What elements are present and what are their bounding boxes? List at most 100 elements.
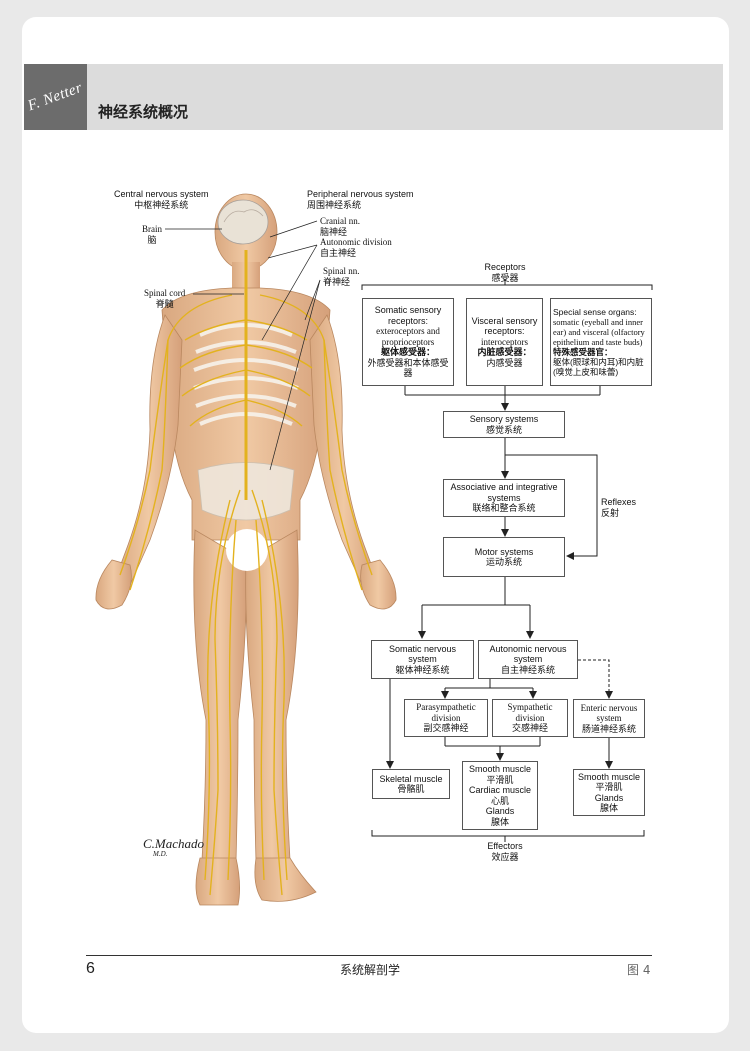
- cns-label-zh: 中枢神经系统: [134, 200, 189, 210]
- pns-label-en: Peripheral nervous system: [307, 189, 414, 199]
- skeletal-en: Skeletal muscle: [379, 773, 443, 784]
- somatic-sensory-zh-sub: 外感受器和本体感受器: [367, 357, 449, 379]
- enteric-zh: 肠道神经系统: [581, 723, 636, 734]
- artist-signature: C.Machado M.D.: [143, 836, 204, 858]
- autonomic-label-zh: 自主神经: [320, 248, 357, 258]
- receptors-zh: 感受器: [491, 273, 519, 283]
- effectors-en: Effectors: [487, 841, 523, 851]
- smooth-center-l2: 平滑肌: [486, 774, 514, 785]
- visceral-sensory-box: Visceral sensory receptors: interoceptor…: [466, 298, 543, 386]
- sympathetic-box: Sympathetic division 交感神经: [492, 699, 568, 737]
- somatic-nervous-box: Somatic nervous system 躯体神经系统: [371, 640, 474, 679]
- motor-systems-zh: 运动系统: [485, 557, 522, 567]
- smooth-center-l5: Glands: [485, 806, 515, 816]
- special-sense-box: Special sense organs: somatic (eyeball a…: [550, 298, 652, 386]
- sensory-systems-en: Sensory systems: [469, 414, 539, 424]
- somatic-sensory-sub: exteroceptors and proprioceptors: [376, 326, 440, 347]
- somatic-sensory-box: Somatic sensory receptors: exteroceptors…: [362, 298, 454, 386]
- brain-label-en: Brain: [142, 224, 162, 234]
- signature-name: C.Machado: [143, 836, 205, 851]
- special-sense-sub: somatic (eyeball and inner ear) and visc…: [553, 317, 645, 347]
- associative-zh: 联络和整合系统: [472, 503, 536, 514]
- brain-label-zh: 脑: [147, 235, 157, 245]
- parasympathetic-box: Parasympathetic division 副交感神经: [404, 699, 488, 737]
- pns-label-zh: 周围神经系统: [307, 200, 362, 210]
- section-title: 系统解剖学: [340, 963, 401, 977]
- smooth-right-l2: 平滑肌: [595, 782, 623, 792]
- visceral-sensory-sub: interoceptors: [481, 336, 528, 347]
- nerve-network: [119, 250, 373, 896]
- smooth-cardiac-glands-box: Smooth muscle 平滑肌 Cardiac muscle 心肌 Glan…: [462, 761, 538, 830]
- autonomic-nervous-zh: 自主神经系统: [500, 664, 555, 675]
- autonomic-label-en: Autonomic division: [320, 237, 392, 247]
- autonomic-nervous-en: Autonomic nervous system: [489, 643, 567, 665]
- visceral-sensory-zh-sub: 内感受器: [486, 357, 523, 368]
- page-number: 6: [86, 960, 95, 977]
- human-figure: [95, 193, 397, 906]
- leader-lines: [165, 220, 321, 471]
- netter-logo: F. Netter: [24, 64, 87, 130]
- signature-md: M.D.: [153, 850, 168, 858]
- sensory-systems-box: Sensory systems 感觉系统: [443, 411, 565, 438]
- cns-label-en: Central nervous system: [114, 189, 209, 199]
- receptors-label: Receptors 感受器: [475, 262, 535, 284]
- sensory-systems-zh: 感觉系统: [485, 424, 522, 435]
- smooth-right-l3: Glands: [594, 792, 624, 803]
- enteric-box: Enteric nervous system 肠道神经系统: [573, 699, 645, 738]
- special-sense-zh-sub: 躯体(眼球和内耳)和内脏(嗅觉上皮和味蕾): [553, 357, 644, 377]
- page-title: 神经系统概况: [98, 103, 189, 121]
- smooth-glands-box: Smooth muscle 平滑肌 Glands 腺体: [573, 769, 645, 816]
- associative-en: Associative and integrative systems: [450, 482, 558, 503]
- figure-number: 图 4: [627, 963, 651, 977]
- brain-label: Brain 脑: [142, 224, 162, 246]
- spinal-nerves-label: Spinal nn. 脊神经: [323, 266, 360, 288]
- somatic-sensory-en: Somatic sensory receptors:: [374, 305, 442, 326]
- motor-systems-en: Motor systems: [474, 546, 534, 557]
- smooth-right-l1: Smooth muscle: [577, 771, 641, 782]
- skeletal-muscle-box: Skeletal muscle 骨骼肌: [372, 769, 450, 799]
- smooth-center-l4: 心肌: [490, 795, 509, 806]
- associative-box: Associative and integrative systems 联络和整…: [443, 479, 565, 517]
- pns-label: Peripheral nervous system 周围神经系统: [307, 189, 414, 211]
- header-bar: [24, 64, 723, 130]
- smooth-right-l4: 腺体: [599, 803, 618, 813]
- special-sense-en: Special sense organs:: [553, 307, 637, 317]
- enteric-en: Enteric nervous system: [580, 702, 638, 724]
- cranial-label-en: Cranial nn.: [320, 216, 360, 226]
- smooth-center-l3: Cardiac muscle: [468, 785, 532, 795]
- somatic-nervous-en: Somatic nervous system: [388, 643, 457, 665]
- reflexes-label: Reflexes 反射: [601, 497, 636, 519]
- footer-rule: [86, 955, 652, 956]
- parasympathetic-en: Parasympathetic division: [416, 702, 476, 723]
- special-sense-zh: 特殊感受器官：: [553, 347, 613, 357]
- reflexes-zh: 反射: [601, 508, 620, 518]
- motor-systems-box: Motor systems 运动系统: [443, 537, 565, 577]
- parasympathetic-zh: 副交感神经: [423, 723, 469, 734]
- spinal-cord-label-zh: 脊髓: [155, 299, 174, 309]
- brain-shape: [217, 199, 269, 245]
- spinal-nn-label-zh: 脊神经: [323, 277, 351, 287]
- somatic-sensory-zh: 躯体感受器：: [380, 347, 435, 358]
- sympathetic-en: Sympathetic division: [507, 702, 553, 723]
- autonomic-division-label: Autonomic division 自主神经: [320, 237, 392, 259]
- somatic-nervous-zh: 躯体神经系统: [395, 664, 450, 675]
- cranial-label-zh: 脑神经: [320, 227, 348, 237]
- visceral-sensory-zh: 内脏感受器：: [477, 347, 532, 358]
- effectors-zh: 效应器: [491, 852, 519, 862]
- skeletal-zh: 骨骼肌: [397, 784, 425, 794]
- visceral-sensory-en: Visceral sensory receptors:: [471, 315, 538, 337]
- receptors-en: Receptors: [484, 262, 526, 272]
- smooth-center-l1: Smooth muscle: [468, 764, 532, 774]
- autonomic-nervous-box: Autonomic nervous system 自主神经系统: [478, 640, 578, 679]
- spinal-nn-label-en: Spinal nn.: [323, 266, 360, 276]
- effectors-label: Effectors 效应器: [475, 841, 535, 863]
- spinal-cord-label: Spinal cord 脊髓: [144, 288, 185, 310]
- cns-label: Central nervous system 中枢神经系统: [114, 189, 209, 211]
- spinal-cord-label-en: Spinal cord: [144, 288, 186, 298]
- smooth-center-l6: 腺体: [490, 816, 509, 827]
- cranial-nerves-label: Cranial nn. 脑神经: [320, 216, 360, 238]
- reflexes-en: Reflexes: [601, 497, 637, 507]
- sympathetic-zh: 交感神经: [511, 723, 548, 734]
